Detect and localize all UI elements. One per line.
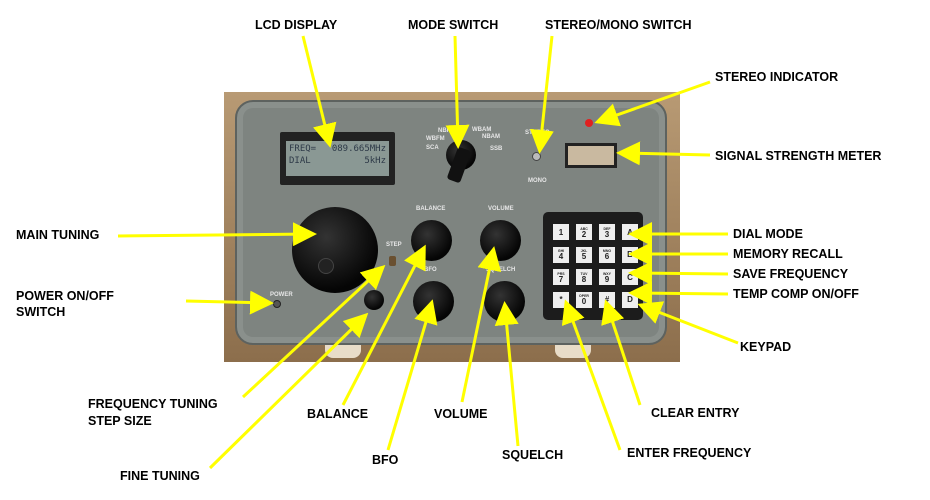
keypad-key-sublabel: ABC bbox=[580, 226, 588, 231]
callout-enter-frequency: ENTER FREQUENCY bbox=[627, 446, 752, 460]
power-label: POWER bbox=[270, 292, 293, 298]
callout-main-tuning: MAIN TUNING bbox=[16, 228, 100, 242]
fine-tuning-knob[interactable] bbox=[364, 290, 384, 310]
arrow-signal-meter bbox=[616, 141, 711, 166]
keypad-key-sublabel: MNO bbox=[602, 249, 612, 253]
callout-memory-recall: MEMORY RECALL bbox=[733, 247, 843, 261]
main-tuning-crank bbox=[318, 258, 334, 274]
signal-strength-meter bbox=[565, 143, 617, 168]
callout-step-line2: STEP SIZE bbox=[88, 414, 152, 428]
callout-lcd-display: LCD DISPLAY bbox=[255, 18, 338, 32]
keypad-key-sublabel: PRS bbox=[557, 271, 565, 276]
keypad-key-label: * bbox=[559, 295, 563, 304]
step-switch[interactable] bbox=[389, 256, 396, 266]
arrow-save-frequency bbox=[628, 261, 729, 286]
arrow-balance bbox=[341, 244, 426, 406]
keypad-key-label: 1 bbox=[558, 227, 564, 237]
keypad-key-sublabel: OPER bbox=[579, 294, 589, 298]
keypad-key-label: 7 bbox=[558, 274, 564, 284]
arrow-squelch bbox=[494, 301, 520, 447]
keypad-key-label: 9 bbox=[604, 274, 610, 284]
arrow-power bbox=[185, 290, 274, 315]
arrow-lcd-display bbox=[301, 35, 337, 148]
keypad-key-label: 8 bbox=[581, 274, 587, 284]
callout-keypad: KEYPAD bbox=[740, 340, 792, 354]
callout-volume: VOLUME bbox=[434, 407, 488, 421]
keypad-key-sublabel: JKL bbox=[580, 249, 588, 253]
mode-label: SSB bbox=[490, 146, 503, 152]
keypad-key[interactable]: 1 bbox=[553, 224, 569, 240]
arrow-volume bbox=[460, 246, 502, 403]
callout-fine-tuning: FINE TUNING bbox=[120, 469, 200, 483]
lcd-freq-label: FREQ= bbox=[289, 144, 317, 154]
callout-power-line1: POWER ON/OFF bbox=[16, 289, 114, 303]
keypad-key-label: 6 bbox=[604, 252, 610, 261]
keypad-key-label: 2 bbox=[581, 229, 587, 239]
mode-label: WBAM bbox=[472, 127, 492, 133]
keypad-key-label: 4 bbox=[558, 252, 564, 261]
arrow-fine-tuning bbox=[208, 312, 369, 470]
arrow-step bbox=[241, 264, 386, 399]
keypad-key-sublabel: GHI bbox=[557, 249, 565, 253]
callout-clear-entry: CLEAR ENTRY bbox=[651, 406, 740, 420]
lcd-display: FREQ= 089.665MHz DIAL 5kHz bbox=[280, 132, 395, 185]
callout-bfo: BFO bbox=[372, 453, 399, 467]
callout-mode-switch: MODE SWITCH bbox=[408, 18, 499, 32]
callout-step-line1: FREQUENCY TUNING bbox=[88, 397, 218, 411]
bfo-label: BFO bbox=[424, 267, 437, 273]
callout-save-frequency: SAVE FREQUENCY bbox=[733, 267, 849, 281]
callout-temp-comp: TEMP COMP ON/OFF bbox=[733, 287, 859, 301]
arrow-main-tuning bbox=[117, 222, 317, 247]
mode-label: SCA bbox=[426, 145, 439, 151]
keypad-key-sublabel: WXY bbox=[603, 271, 611, 276]
arrow-bfo bbox=[386, 299, 438, 451]
volume-label: VOLUME bbox=[488, 206, 514, 212]
lcd-dial-value: 5kHz bbox=[364, 156, 386, 166]
callout-signal-strength-meter: SIGNAL STRENGTH METER bbox=[715, 149, 882, 163]
callout-stereo-mono-switch: STEREO/MONO SWITCH bbox=[545, 18, 692, 32]
balance-label: BALANCE bbox=[416, 206, 446, 212]
mode-label: NBAM bbox=[482, 134, 500, 140]
callout-dial-mode: DIAL MODE bbox=[733, 227, 803, 241]
lcd-freq-value: 089.665MHz bbox=[331, 144, 386, 154]
arrow-stereo-mono bbox=[529, 35, 554, 154]
callout-power-line2: SWITCH bbox=[16, 305, 66, 319]
arrow-temp-comp bbox=[628, 281, 729, 306]
keypad-key-label: 3 bbox=[604, 229, 610, 239]
step-label: STEP bbox=[386, 242, 402, 248]
callout-stereo-indicator: STEREO INDICATOR bbox=[715, 70, 839, 84]
callout-squelch: SQUELCH bbox=[502, 448, 564, 462]
arrow-mode-switch bbox=[445, 35, 470, 149]
arrow-enter-frequency bbox=[561, 299, 622, 451]
arrow-clear-entry bbox=[601, 299, 642, 406]
arrow-stereo-indicator bbox=[594, 80, 711, 127]
mode-label: WBFM bbox=[426, 136, 445, 142]
mono-label: MONO bbox=[528, 178, 547, 184]
arrow-keypad bbox=[637, 301, 739, 345]
keypad-key-label: 5 bbox=[581, 252, 587, 261]
keypad-key-sublabel: TUV bbox=[580, 271, 588, 276]
keypad-key-sublabel: DEF bbox=[603, 226, 611, 231]
stereo-indicator-led bbox=[585, 119, 593, 127]
callout-balance: BALANCE bbox=[307, 407, 369, 421]
lcd-dial-label: DIAL bbox=[289, 156, 311, 166]
